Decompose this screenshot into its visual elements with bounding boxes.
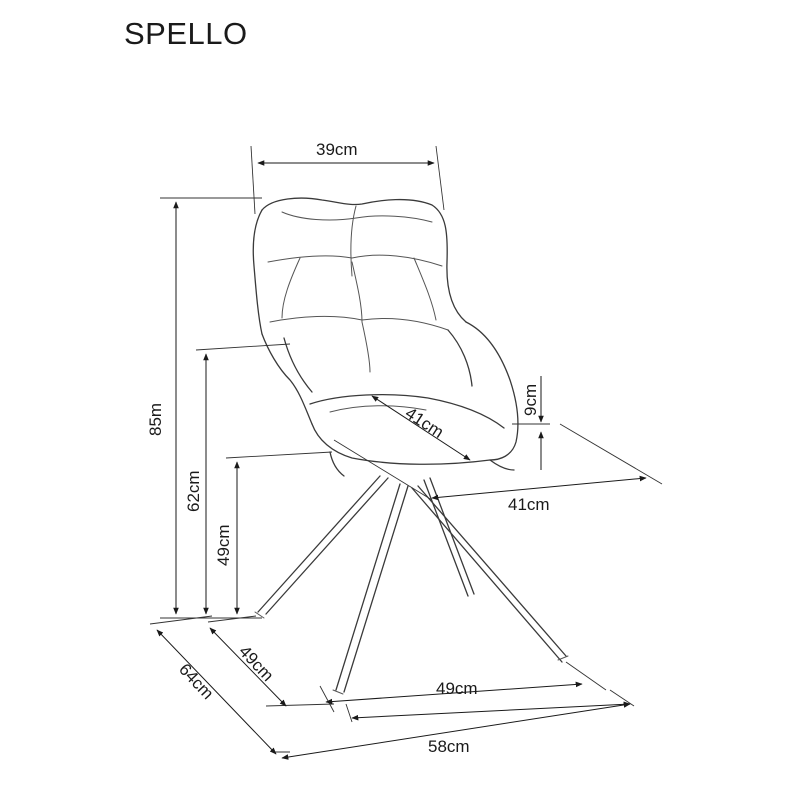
label-total-width: 58cm (428, 737, 470, 756)
label-base-depth: 49cm (235, 642, 277, 685)
product-title: SPELLO (124, 16, 248, 51)
label-seat-height: 49cm (214, 524, 233, 566)
chair-outline (252, 197, 569, 695)
label-total-depth: 64cm (175, 660, 217, 703)
label-arm-height: 9cm (521, 384, 540, 416)
label-total-height: 85m (146, 403, 165, 436)
dimension-lines (149, 145, 663, 760)
label-seat-width-top: 39cm (316, 140, 358, 159)
label-seat-width: 41cm (508, 495, 550, 514)
label-base-width: 49cm (436, 679, 478, 698)
label-armrest-height: 62cm (184, 470, 203, 512)
